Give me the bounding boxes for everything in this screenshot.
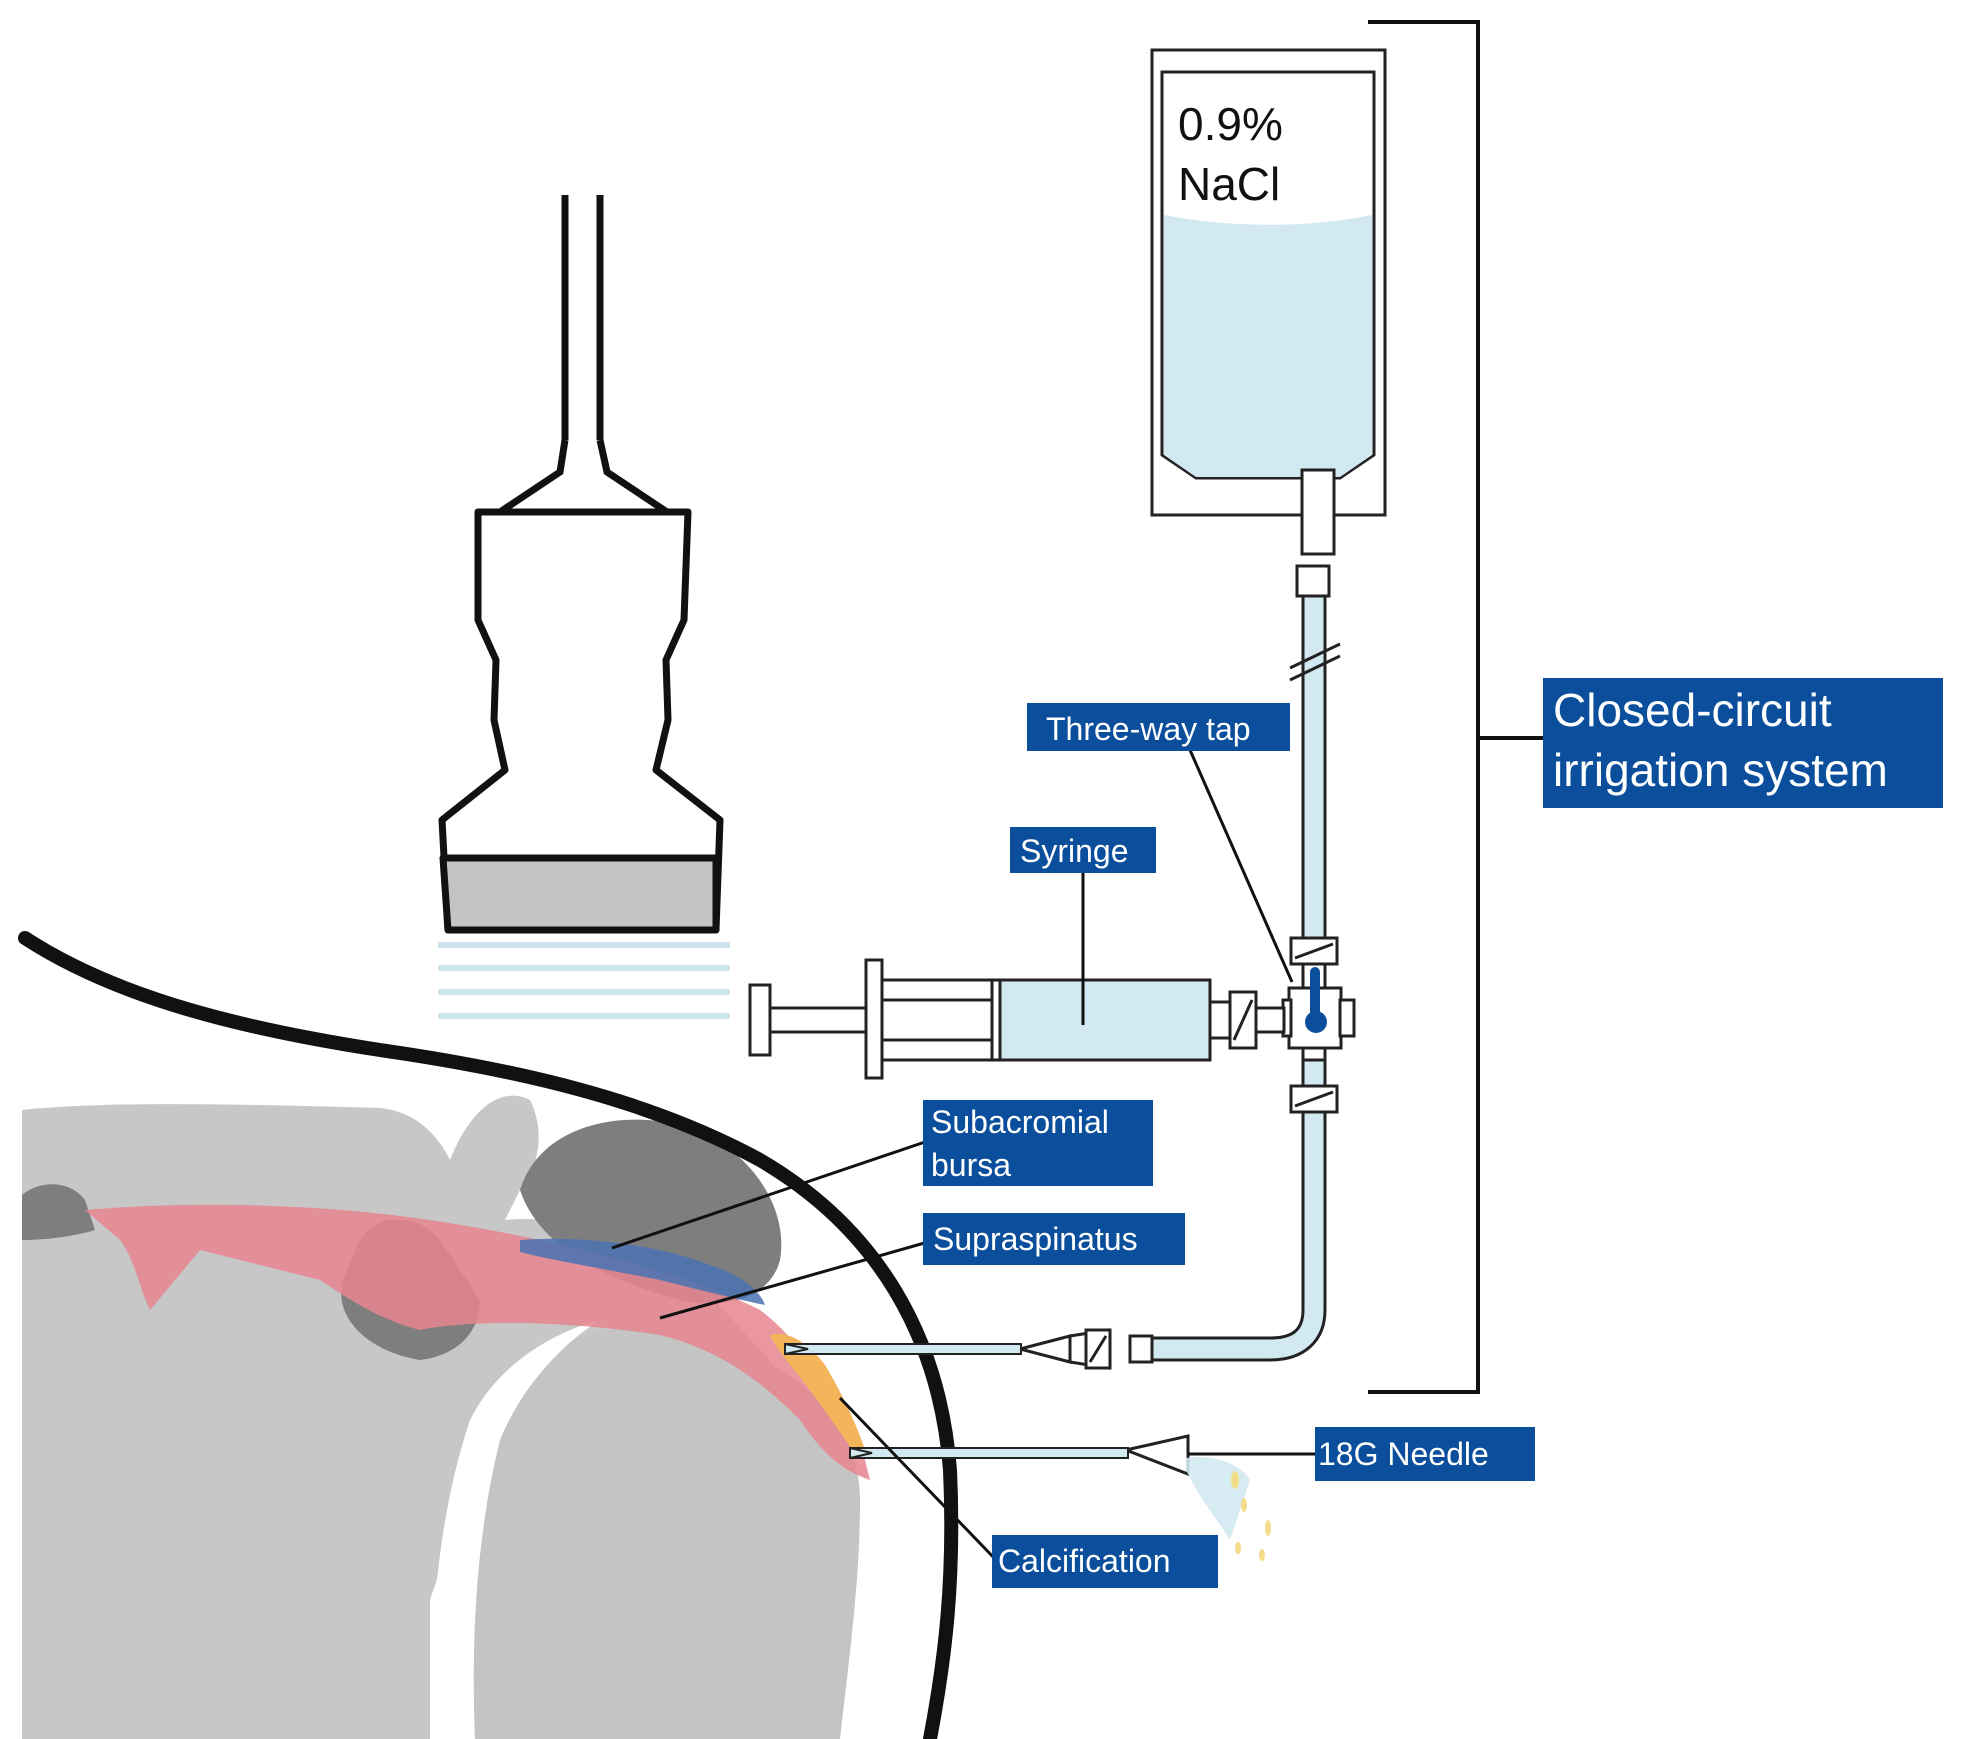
- label-closed-circuit-bg: [1543, 678, 1943, 808]
- label-closed-circuit-line1: Closed-circuit: [1553, 684, 1832, 736]
- label-syringe-bg: [1010, 827, 1156, 873]
- syringe-flange: [864, 958, 884, 1080]
- tap-stub-bottom: [1301, 1046, 1327, 1062]
- tube-break-2: [1289, 654, 1341, 682]
- label-calcification: Calcification: [992, 1535, 1218, 1588]
- syringe-tip: [1208, 1000, 1232, 1040]
- inflow-bevel: [784, 1343, 809, 1355]
- humeral-head: [448, 1327, 860, 1739]
- plunger-thumb: [748, 983, 772, 1057]
- label-three-way-tap: Three-way tap: [1027, 703, 1290, 751]
- coupling-lower-mark: [1294, 1090, 1334, 1108]
- tap-right-port: [1338, 998, 1356, 1038]
- outflow-hub: [1120, 1434, 1190, 1477]
- saline-bag: 0.9% NaCl: [1150, 48, 1387, 556]
- plunger-rod: [768, 1006, 870, 1034]
- label-syringe: Syringe: [1010, 827, 1156, 873]
- leader-supraspinatus: [659, 1238, 936, 1320]
- ultrasound-waves: [438, 942, 730, 1019]
- leader-lines: [611, 749, 1316, 1564]
- label-three-way-tap-text: Three-way tap: [1046, 711, 1251, 747]
- luer-mark: [1232, 999, 1254, 1041]
- label-calcification-text: Calcification: [998, 1543, 1171, 1579]
- bag-label-line2: NaCl: [1178, 158, 1280, 210]
- inflow-connector: [1128, 1334, 1154, 1364]
- label-subacromial-bursa-line2: bursa: [931, 1147, 1011, 1183]
- inflow-hub: [1014, 1334, 1072, 1364]
- leader-subacromial-bursa: [611, 1140, 926, 1250]
- skin-outline: [18, 931, 959, 1739]
- debris-5: [1235, 1542, 1241, 1554]
- label-closed-circuit-system: Closed-circuit irrigation system: [1543, 678, 1943, 808]
- label-needle-text: 18G Needle: [1318, 1436, 1489, 1472]
- system-bracket: [1368, 20, 1545, 1394]
- bag-port: [1300, 468, 1336, 556]
- inflow-luer-mark: [1088, 1335, 1108, 1363]
- syringe-barrel-fluid: [998, 978, 1212, 1062]
- label-subacromial-bursa-bg: [923, 1100, 1153, 1186]
- subacromial-bursa: [520, 1238, 765, 1305]
- debris-3: [1265, 1520, 1271, 1536]
- outflow-shaft: [849, 1447, 1129, 1459]
- label-calcification-bg: [992, 1535, 1218, 1588]
- calcification-deposit: [770, 1334, 865, 1460]
- leader-three-way-tap: [1188, 749, 1294, 983]
- tube-lower-stub: [1301, 1058, 1327, 1088]
- label-three-way-tap-bg: [1027, 703, 1290, 751]
- outflow-bevel: [849, 1447, 873, 1459]
- tubing: [1148, 564, 1341, 1362]
- scapula-edge-dark: [22, 1184, 95, 1240]
- syringe: [748, 958, 1286, 1080]
- tube-break-1: [1289, 642, 1341, 670]
- bag-fluid: [1164, 215, 1372, 477]
- outflow-fluid: [1186, 1456, 1250, 1540]
- tube-upper: [1301, 594, 1327, 943]
- label-subacromial-bursa: Subacromial bursa: [923, 1100, 1153, 1186]
- debris-4: [1259, 1549, 1265, 1561]
- bag-label-line1: 0.9%: [1178, 98, 1283, 150]
- label-needle: 18G Needle: [1315, 1427, 1535, 1481]
- supraspinatus-tendon: [85, 1204, 870, 1480]
- label-supraspinatus-text: Supraspinatus: [933, 1221, 1138, 1257]
- syringe-connector: [1254, 1006, 1286, 1034]
- label-supraspinatus: Supraspinatus: [923, 1213, 1185, 1265]
- label-needle-bg: [1315, 1427, 1535, 1481]
- label-syringe-text: Syringe: [1020, 833, 1129, 869]
- syringe-barrel-empty: [880, 978, 1004, 1062]
- ultrasound-probe: [438, 195, 724, 934]
- debris-1: [1231, 1471, 1239, 1489]
- probe-neck: [498, 439, 669, 515]
- inflow-shaft: [784, 1343, 1022, 1355]
- probe-face: [439, 854, 720, 934]
- coupling-upper-mark: [1294, 942, 1334, 960]
- needle-inflow: [784, 1328, 1154, 1370]
- debris-2: [1241, 1498, 1247, 1512]
- shoulder-anatomy: [18, 931, 959, 1739]
- three-way-tap: [1281, 962, 1356, 1062]
- leader-calcification: [838, 1396, 1000, 1564]
- tube-lower: [1148, 1110, 1327, 1362]
- tube-connector-top: [1295, 564, 1331, 598]
- tap-knob: [1305, 1011, 1327, 1033]
- joint-space: [430, 1320, 600, 1739]
- label-closed-circuit-line2: irrigation system: [1553, 744, 1888, 796]
- label-supraspinatus-bg: [923, 1213, 1185, 1265]
- label-subacromial-bursa-line1: Subacromial: [931, 1104, 1109, 1140]
